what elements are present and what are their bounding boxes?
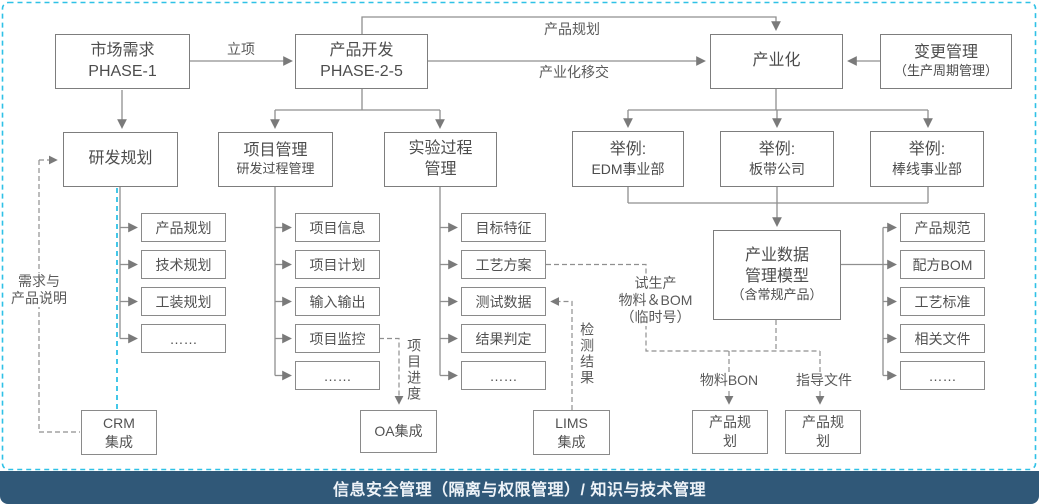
box-product-dev-label: 产品开发 PHASE-2-5	[320, 41, 403, 80]
box-market-demand: 市场需求 PHASE-1	[55, 34, 190, 89]
label-approval: 立项	[222, 41, 260, 59]
list-item-project-0: 项目信息	[295, 213, 380, 242]
box-example-edm: 举例: EDM事业部	[572, 131, 684, 187]
list-item-project-2: 输入输出	[295, 287, 380, 316]
list-item-project-3: 项目监控	[295, 324, 380, 353]
list-item-rd-1: 技术规划	[141, 250, 226, 279]
box-example-board-sub: 板带公司	[749, 161, 805, 178]
label-industrial-transfer: 产业化移交	[533, 64, 615, 82]
box-example-edm-sub: EDM事业部	[591, 161, 665, 178]
box-change-mgmt: 变更管理 （生产周期管理）	[880, 34, 1012, 89]
list-item-project-4: ……	[295, 361, 380, 390]
box-example-rod-title: 举例:	[908, 140, 946, 158]
list-item-rd-0: 产品规划	[141, 213, 226, 242]
box-change-mgmt-title: 变更管理	[913, 43, 978, 61]
box-rd-planning: 研发规划	[63, 132, 178, 187]
box-example-board-title: 举例:	[758, 140, 796, 158]
list-item-industry-1: 配方BOM	[900, 250, 985, 279]
box-lims-integration: LIMS 集成	[533, 410, 610, 455]
footer-text: 信息安全管理（隔离与权限管理）/ 知识与技术管理	[333, 481, 706, 499]
list-item-rd-3: ……	[141, 324, 226, 353]
list-item-industry-2: 工艺标准	[900, 287, 985, 316]
box-industry-data-model-sub: （含常规产品）	[731, 287, 823, 303]
box-change-mgmt-sub: （生产周期管理）	[893, 63, 998, 79]
list-item-experiment-4: ……	[461, 361, 546, 390]
box-product-plan-left: 产品规 划	[692, 410, 768, 454]
box-industry-data-model-title: 产业数据 管理模型	[744, 246, 809, 285]
list-item-experiment-1: 工艺方案	[461, 250, 546, 279]
box-project-mgmt-title: 项目管理	[243, 141, 308, 159]
box-experiment-mgmt-label: 实验过程 管理	[408, 139, 473, 178]
box-industrialization-label: 产业化	[752, 52, 801, 70]
label-guide-doc: 指导文件	[792, 372, 856, 390]
box-experiment-mgmt: 实验过程 管理	[384, 132, 497, 187]
box-project-mgmt: 项目管理 研发过程管理	[218, 132, 333, 187]
solid-connectors	[117, 16, 933, 381]
box-product-plan-right: 产品规 划	[785, 410, 861, 454]
label-demand-spec: 需求与 产品说明	[7, 273, 71, 308]
box-oa-integration: OA集成	[360, 410, 437, 453]
list-item-experiment-0: 目标特征	[461, 213, 546, 242]
footer-bar: 信息安全管理（隔离与权限管理）/ 知识与技术管理	[0, 471, 1039, 504]
label-product-planning: 产品规划	[540, 21, 604, 39]
label-material-bom: 物料BON	[695, 372, 763, 390]
label-trial-bom: 试生产 物料＆BOM （临时号）	[608, 275, 703, 327]
box-market-demand-label: 市场需求 PHASE-1	[88, 41, 157, 80]
list-item-industry-4: ……	[900, 361, 985, 390]
label-project-progress: 项目进度	[404, 335, 424, 405]
box-example-rod: 举例: 棒线事业部	[870, 131, 984, 187]
list-item-industry-3: 相关文件	[900, 324, 985, 353]
box-industrialization: 产业化	[710, 34, 843, 89]
box-example-board: 举例: 板带公司	[720, 131, 834, 187]
box-product-dev: 产品开发 PHASE-2-5	[295, 34, 428, 89]
list-item-project-1: 项目计划	[295, 250, 380, 279]
box-crm-integration: CRM 集成	[81, 410, 157, 455]
box-example-edm-title: 举例:	[609, 140, 647, 158]
box-industry-data-model: 产业数据 管理模型 （含常规产品）	[713, 230, 841, 320]
box-project-mgmt-sub: 研发过程管理	[236, 161, 315, 177]
box-rd-planning-label: 研发规划	[88, 150, 153, 168]
list-item-experiment-2: 测试数据	[461, 287, 546, 316]
list-item-rd-2: 工装规划	[141, 287, 226, 316]
list-item-industry-0: 产品规范	[900, 213, 985, 242]
box-example-rod-sub: 棒线事业部	[892, 161, 962, 178]
label-test-result: 检测结果	[577, 318, 597, 390]
list-item-experiment-3: 结果判定	[461, 324, 546, 353]
